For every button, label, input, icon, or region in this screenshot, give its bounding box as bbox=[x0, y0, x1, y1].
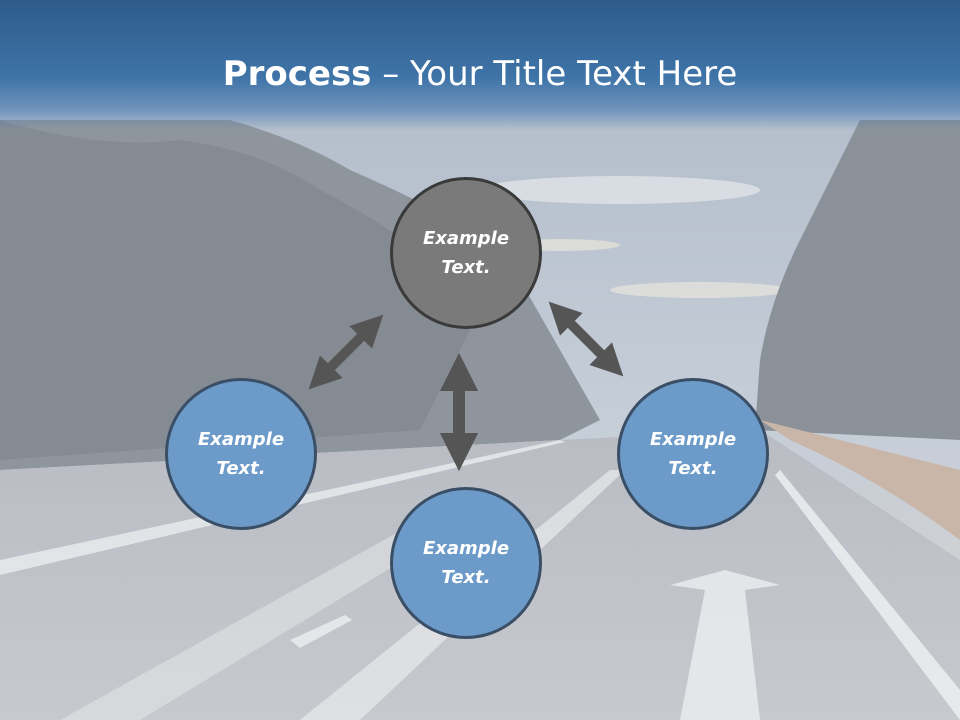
node-left-label: Example Text. bbox=[197, 429, 285, 479]
process-node-bottom[interactable]: Example Text. bbox=[390, 487, 542, 639]
node-bottom-label: Example Text. bbox=[422, 538, 510, 588]
title-bold-part: Process bbox=[222, 54, 372, 94]
title-bar bbox=[0, 0, 960, 130]
slide-title: Process – Your Title Text Here bbox=[0, 52, 960, 96]
node-top-label: Example Text. bbox=[422, 228, 510, 278]
process-node-left[interactable]: Example Text. bbox=[165, 378, 317, 530]
process-node-top[interactable]: Example Text. bbox=[390, 177, 542, 329]
title-rest-part: – Your Title Text Here bbox=[371, 54, 738, 94]
node-right-label: Example Text. bbox=[649, 429, 737, 479]
process-node-right[interactable]: Example Text. bbox=[617, 378, 769, 530]
